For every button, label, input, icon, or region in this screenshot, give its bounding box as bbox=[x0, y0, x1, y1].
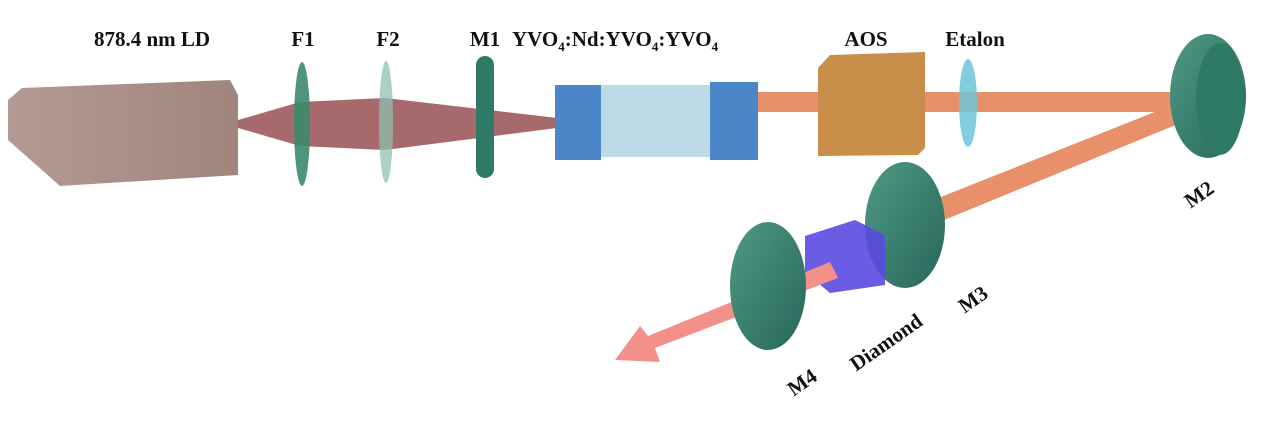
label-f1: F1 bbox=[291, 27, 314, 51]
laser-diode bbox=[8, 80, 238, 186]
laser-beam-return bbox=[898, 92, 1222, 232]
crystal-label-sub: 4 bbox=[558, 39, 565, 54]
label-etalon: Etalon bbox=[945, 27, 1005, 51]
etalon bbox=[959, 59, 977, 147]
label-m4: M4 bbox=[783, 363, 822, 400]
mirror-m4 bbox=[730, 222, 806, 350]
label-m2: M2 bbox=[1180, 176, 1219, 213]
label-crystal: YVO4:Nd:YVO4:YVO4 bbox=[512, 27, 719, 54]
lens-f1 bbox=[294, 62, 310, 186]
label-m1: M1 bbox=[470, 27, 500, 51]
crystal-label-sub: 4 bbox=[712, 39, 719, 54]
crystal-label-part: :YVO bbox=[658, 27, 711, 51]
label-f2: F2 bbox=[376, 27, 399, 51]
crystal-label-part: :Nd:YVO bbox=[565, 27, 652, 51]
aos-modulator bbox=[818, 52, 925, 156]
crystal-label-sub: 4 bbox=[652, 39, 659, 54]
crystal-end-left bbox=[555, 85, 601, 160]
mirror-m2-edge bbox=[1196, 43, 1244, 155]
crystal-label-part: YVO bbox=[512, 27, 558, 51]
label-diamond: Diamond bbox=[845, 308, 927, 375]
crystal-end-right bbox=[710, 82, 758, 160]
mirror-m1 bbox=[476, 56, 494, 178]
pump-beam bbox=[238, 98, 557, 150]
label-m3: M3 bbox=[954, 281, 993, 318]
lens-f2 bbox=[379, 61, 393, 183]
crystal-middle bbox=[600, 85, 712, 157]
label-laser-diode: 878.4 nm LD bbox=[94, 27, 210, 51]
label-aos: AOS bbox=[844, 27, 887, 51]
